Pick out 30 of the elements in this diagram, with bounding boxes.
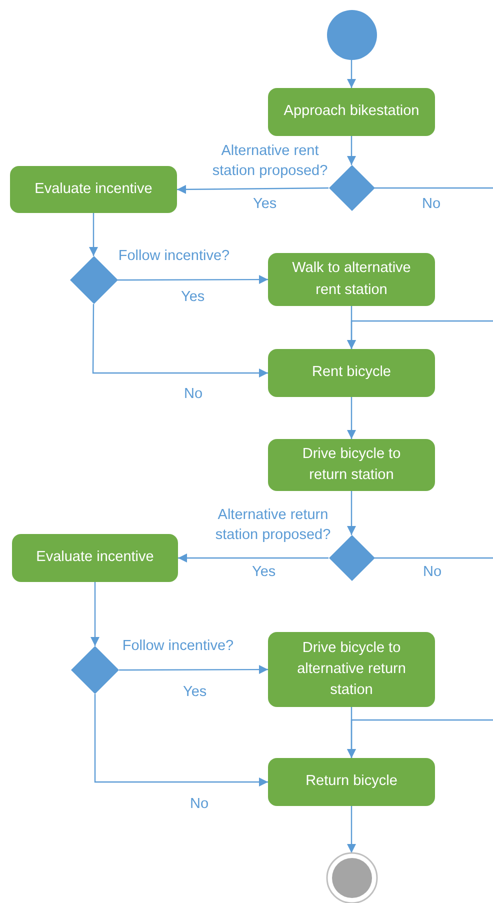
arrow bbox=[178, 554, 328, 562]
start-circle bbox=[326, 9, 378, 61]
decision-question: Follow incentive? bbox=[117, 247, 231, 266]
arrow bbox=[119, 665, 268, 674]
arrow bbox=[347, 397, 356, 439]
arrow bbox=[347, 320, 493, 349]
action-box: Rent bicycle bbox=[268, 349, 435, 397]
action-box: Evaluate incentive bbox=[12, 534, 178, 582]
connector-line bbox=[374, 187, 493, 189]
action-box: Drive bicycle to alternative return station bbox=[268, 632, 435, 707]
arrow bbox=[118, 275, 268, 284]
arrow bbox=[347, 719, 493, 758]
arrow bbox=[89, 213, 98, 256]
arrow bbox=[347, 806, 356, 853]
decision-question: Alternative return station proposed? bbox=[214, 506, 332, 545]
arrow bbox=[347, 136, 356, 165]
connector-line bbox=[374, 557, 493, 559]
action-box: Approach bikestation bbox=[268, 88, 435, 136]
action-box: Walk to alternative rent station bbox=[268, 253, 435, 306]
action-box: Return bicycle bbox=[268, 758, 435, 806]
arrow bbox=[94, 694, 268, 786]
arrow bbox=[177, 184, 328, 194]
action-box: Drive bicycle to return station bbox=[268, 439, 435, 491]
decision-question: Follow incentive? bbox=[121, 637, 235, 656]
arrow bbox=[92, 304, 268, 378]
arrow bbox=[347, 60, 356, 88]
decision-question: Alternative rent station proposed? bbox=[211, 142, 329, 181]
action-box: Evaluate incentive bbox=[10, 166, 177, 213]
arrow bbox=[347, 491, 356, 535]
arrow bbox=[90, 582, 100, 646]
